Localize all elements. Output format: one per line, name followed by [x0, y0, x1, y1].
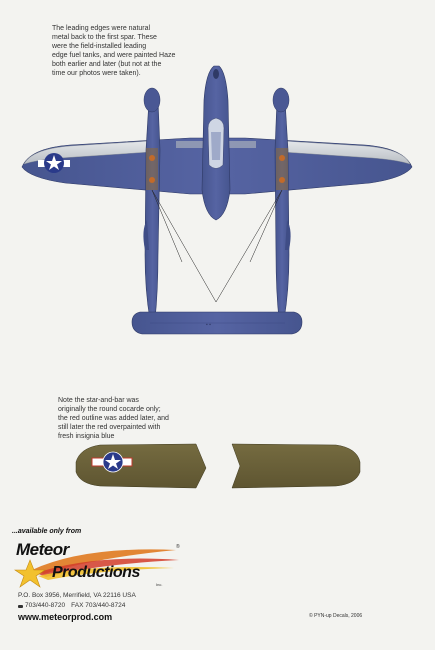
- comet-star-icon: [14, 549, 179, 588]
- svg-text:▪ ▪: ▪ ▪: [206, 322, 211, 328]
- right-boom: [272, 87, 291, 321]
- copyright-notice: © PYN-up Decals, 2006: [309, 613, 363, 619]
- brand-suffix: Inc.: [156, 582, 163, 587]
- left-boom: [143, 87, 161, 321]
- availability-text: ...available only from: [12, 528, 82, 535]
- meteor-productions-logo: Meteor Productions Inc. ®: [14, 540, 184, 590]
- phone-icon: [18, 604, 23, 608]
- contact-block: P.O. Box 3956, Merrifield, VA 22116 USA …: [18, 591, 136, 611]
- brand-name-line2: Productions: [52, 564, 140, 581]
- website-link[interactable]: www.meteorprod.com: [18, 612, 113, 622]
- registered-mark: ®: [176, 544, 180, 550]
- star-and-bar-note: Note the star-and-bar was originally the…: [58, 397, 169, 440]
- phone-number: 703/440-8720: [25, 602, 66, 609]
- right-wing-panel-olive: [231, 443, 361, 489]
- horizontal-stabilizer: ▪ ▪: [131, 311, 303, 335]
- central-nacelle: [201, 65, 231, 221]
- brand-name-line1: Meteor: [16, 540, 69, 559]
- aircraft-illustration: ▪ ▪: [21, 65, 413, 489]
- postal-address: P.O. Box 3956, Merrifield, VA 22116 USA: [18, 592, 136, 599]
- leading-edge-note: The leading edges were natural metal bac…: [52, 25, 176, 77]
- left-wing-panel-olive: [75, 443, 207, 489]
- phone-fax-line: 703/440-8720 FAX 703/440-8724: [18, 601, 136, 611]
- fax-number: FAX 703/440-8724: [71, 602, 126, 609]
- wing-roundel: [38, 153, 70, 173]
- guide-lines: [151, 189, 283, 303]
